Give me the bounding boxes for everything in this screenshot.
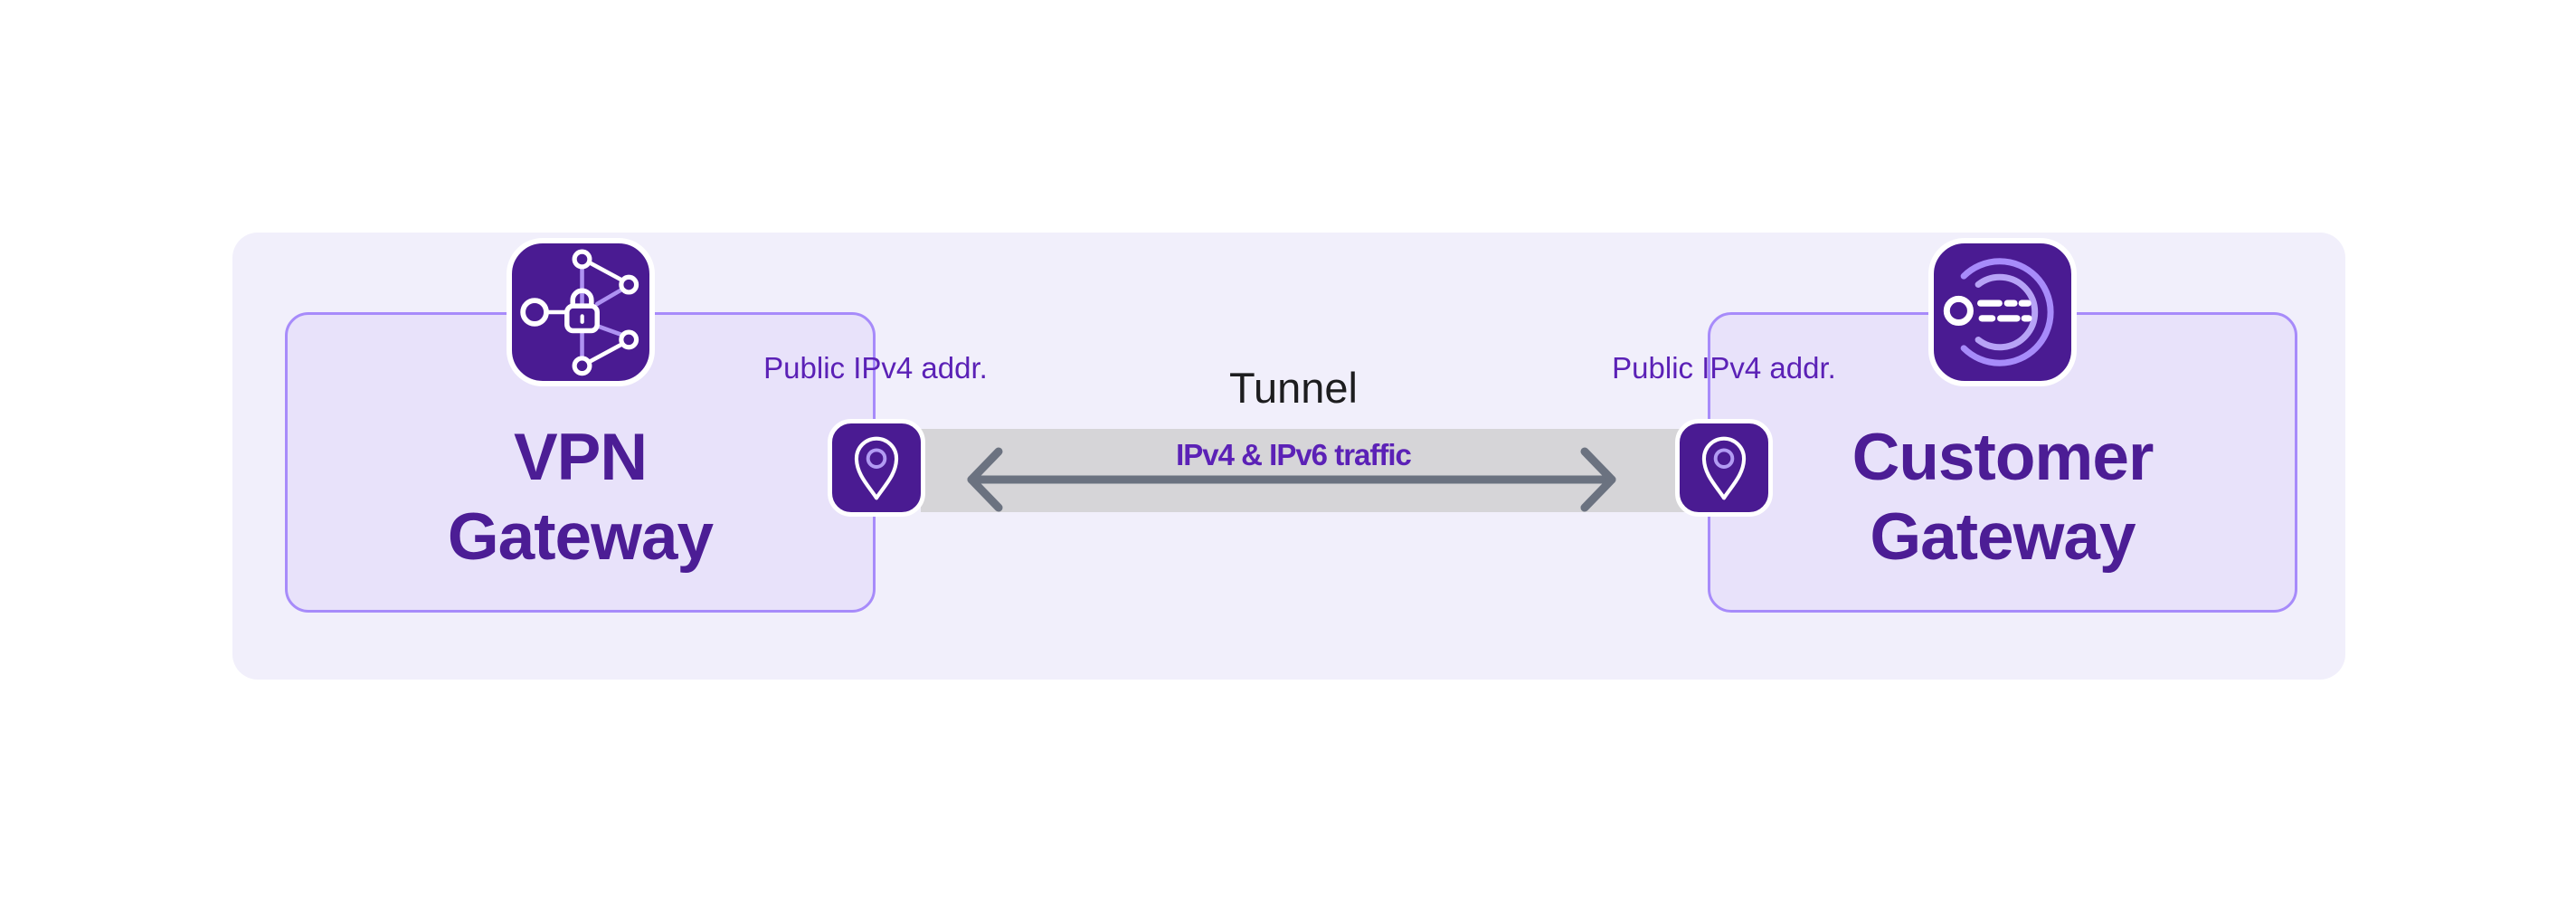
customer-gateway-title-line2: Gateway (1870, 500, 2136, 574)
bidirectional-arrow-icon (967, 447, 1616, 512)
vpn-gateway-box: VPN Gateway (285, 238, 876, 613)
vpn-gateway-title-line1: VPN (513, 421, 648, 494)
customer-gateway-public-ip-label: Public IPv4 addr. (1612, 351, 1836, 385)
customer-gateway-title: Customer Gateway (1710, 418, 2295, 577)
vpn-gateway-title-line2: Gateway (447, 500, 714, 574)
location-pin-icon-left (828, 419, 925, 517)
customer-gateway-icon (1928, 238, 2077, 386)
vpn-gateway-icon (506, 238, 655, 386)
vpn-gateway-title: VPN Gateway (288, 418, 873, 577)
vpn-gateway-public-ip-label: Public IPv4 addr. (763, 351, 988, 385)
vpn-connection-panel: VPN Gateway (232, 233, 2345, 680)
customer-gateway-title-line1: Customer (1852, 421, 2155, 494)
tunnel-traffic-label: IPv4 & IPv6 traffic (1176, 438, 1412, 471)
customer-gateway-box: Customer Gateway (1708, 238, 2297, 613)
tunnel-bar (921, 429, 1691, 512)
tunnel-title: Tunnel (1229, 364, 1358, 412)
location-pin-icon-right (1675, 419, 1773, 517)
